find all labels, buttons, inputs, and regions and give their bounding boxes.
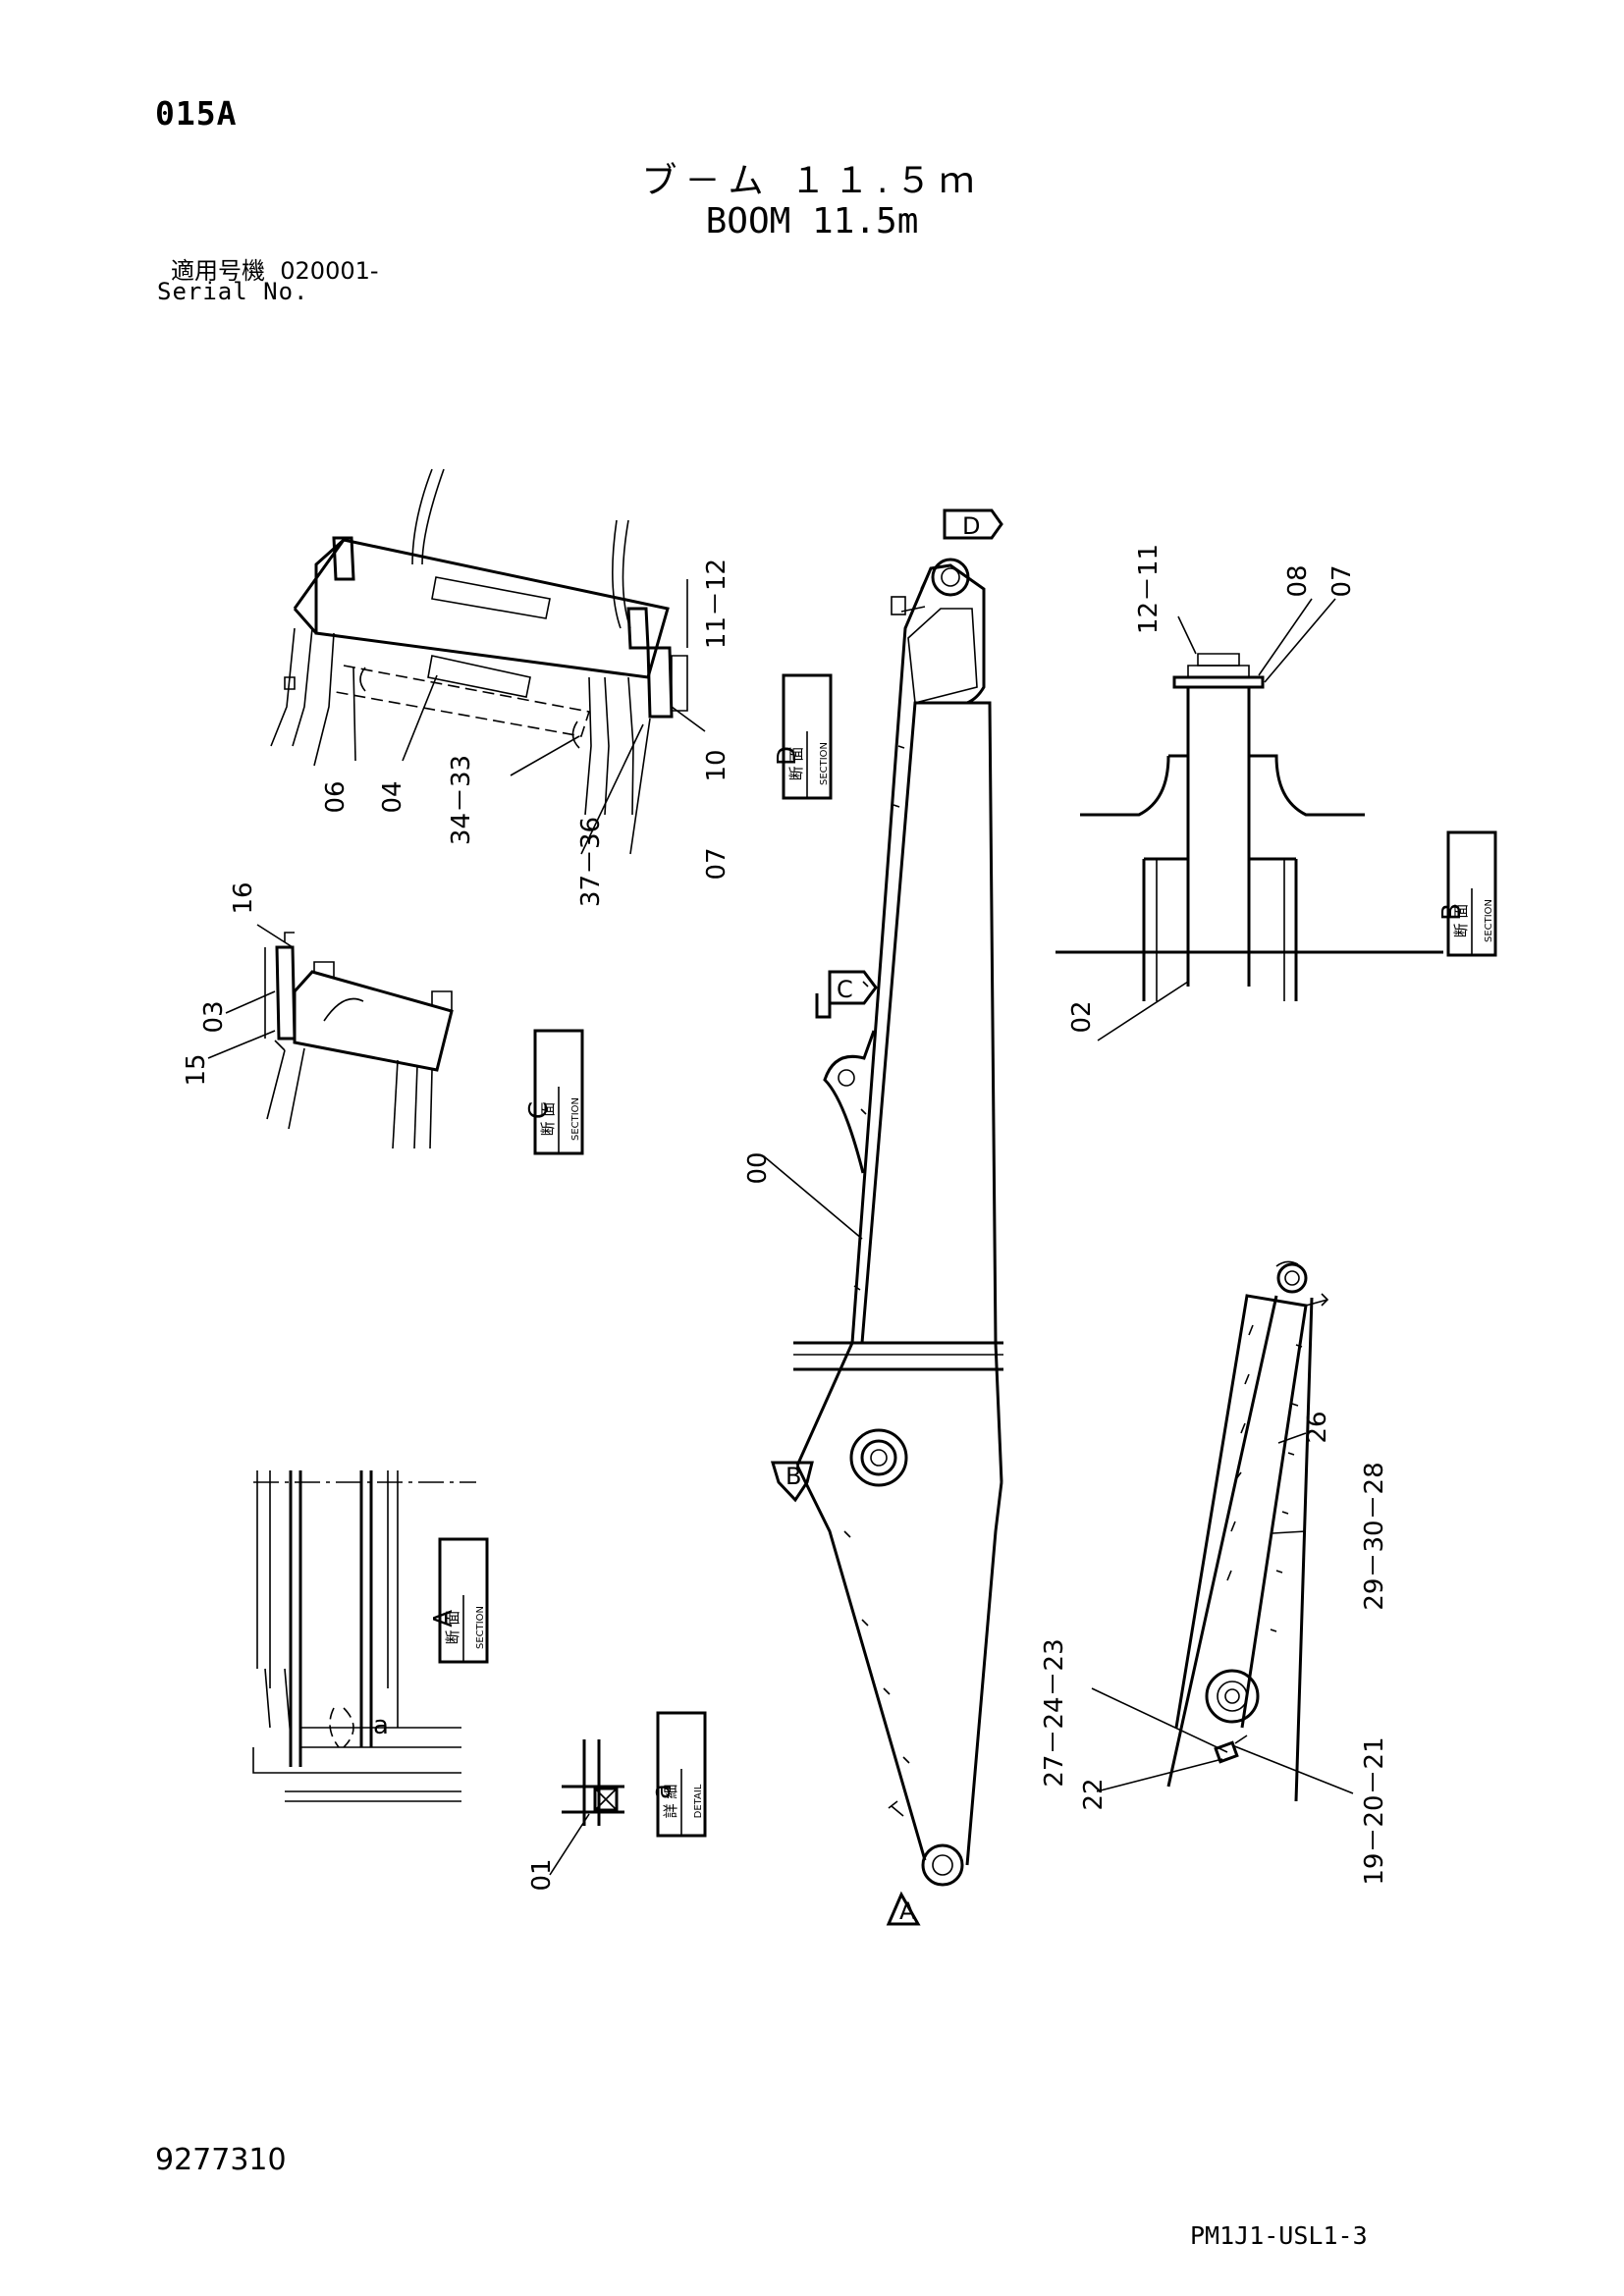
section-c-view	[264, 932, 454, 1149]
section-b-label-box: B 断 面 SECTION	[1437, 830, 1497, 957]
callout-01: 01	[527, 1858, 557, 1891]
section-d-letter: D	[773, 746, 802, 766]
section-a-view: a	[252, 1470, 476, 1802]
callout-37-36: 37－36	[576, 817, 606, 907]
part-callouts: 00 01 02 03 04 06 07 07 08 10 11－12 12－1…	[182, 544, 1389, 1892]
view-marker-b-label: B	[785, 1463, 801, 1490]
section-a-label-box: A 断 面 SECTION	[429, 1537, 489, 1664]
callout-29-30-28: 29－30－28	[1360, 1462, 1389, 1610]
callout-15: 15	[182, 1053, 211, 1086]
view-marker-d: D	[943, 508, 1003, 540]
section-a-letter: A	[429, 1610, 459, 1628]
detail-a-letter: a	[647, 1784, 677, 1799]
callout-00: 00	[743, 1151, 773, 1184]
callout-10: 10	[702, 749, 731, 781]
callout-12-11: 12－11	[1134, 544, 1164, 634]
section-b-view	[1056, 653, 1443, 1001]
section-d-label-box: D 断 面 SECTION	[773, 673, 833, 800]
serial-label-japanese: 適用号機	[171, 257, 265, 285]
boom-hose-routing-view	[1166, 1260, 1329, 1802]
section-b-word: SECTION	[1484, 899, 1494, 942]
view-marker-a-label: A	[899, 1897, 916, 1925]
section-a-kanji: 断 面	[444, 1611, 461, 1645]
section-c-letter: C	[524, 1101, 554, 1119]
detail-a-label-box: a 詳 細 DETAIL	[647, 1711, 707, 1838]
serial-number-value: 020001-	[280, 257, 379, 285]
section-b-kanji: 断 面	[1452, 904, 1470, 938]
section-c-label-box: C 断 面 SECTION	[524, 1029, 584, 1155]
callout-27-24-23: 27－24－23	[1040, 1638, 1069, 1787]
callout-26: 26	[1303, 1411, 1332, 1443]
callout-22: 22	[1079, 1778, 1109, 1810]
callout-08: 08	[1283, 564, 1313, 597]
view-marker-c: C	[815, 970, 878, 1019]
callout-03: 03	[199, 1000, 229, 1033]
callout-06: 06	[321, 780, 351, 813]
callout-16: 16	[229, 881, 258, 914]
detail-a-view	[562, 1739, 624, 1826]
section-c-kanji: 断 面	[539, 1102, 557, 1137]
detail-a-kanji: 詳 細	[662, 1785, 679, 1819]
page-title-japanese: ブ－ム １１.５ｍ	[641, 161, 983, 201]
section-b-letter: B	[1437, 903, 1467, 921]
section-c-word: SECTION	[570, 1097, 581, 1141]
view-marker-c-label: C	[837, 976, 853, 1003]
view-marker-d-label: D	[962, 512, 980, 540]
serial-number-line: 適用号機 020001-	[171, 251, 379, 286]
serial-label-english: Serial No.	[157, 278, 309, 305]
section-d-kanji: 断 面	[787, 747, 805, 781]
callout-02: 02	[1067, 1000, 1097, 1033]
section-d-view	[270, 468, 688, 816]
view-marker-a: A	[886, 1891, 921, 1926]
callout-04: 04	[378, 780, 407, 813]
sheet-reference: PM1J1-USL1-3	[1190, 2221, 1368, 2250]
leader-lines	[207, 579, 1354, 1876]
boom-main-view	[793, 558, 1003, 1887]
callout-19-20-21: 19－20－21	[1360, 1736, 1389, 1885]
section-a-word: SECTION	[475, 1606, 486, 1649]
view-marker-b: B	[770, 1461, 814, 1503]
detail-a-word: DETAIL	[693, 1784, 704, 1818]
page-title-english: BOOM 11.5m	[705, 201, 919, 241]
page-code: 015A	[155, 94, 238, 133]
detail-a-callout-letter: a	[373, 1711, 389, 1740]
callout-11-12: 11－12	[702, 559, 731, 649]
callout-34-33: 34－33	[447, 755, 476, 845]
section-d-word: SECTION	[819, 742, 830, 785]
drawing-number: 9277310	[155, 2143, 287, 2177]
callout-07-section-b: 07	[1327, 564, 1357, 597]
callout-07-section-d: 07	[702, 847, 731, 880]
